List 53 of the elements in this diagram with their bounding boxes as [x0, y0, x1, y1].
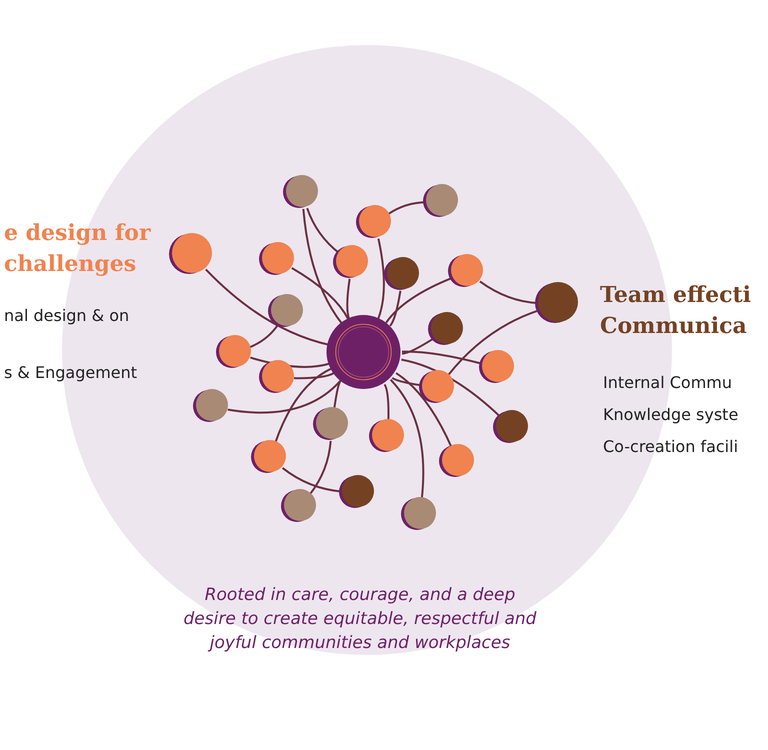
network-circle	[356, 205, 391, 239]
connector-line	[228, 380, 342, 414]
list-item: nal design & on	[4, 305, 130, 326]
network-circle	[493, 410, 528, 444]
connector-line	[390, 379, 424, 500]
network-circle	[216, 335, 251, 369]
network-circle	[401, 497, 436, 531]
network-circle	[169, 233, 212, 275]
connector-line	[385, 277, 453, 324]
network-circle	[428, 312, 463, 346]
network-circle	[251, 440, 286, 474]
connector-line	[250, 324, 279, 348]
connector-line	[402, 338, 434, 355]
network-circle	[193, 389, 228, 423]
network-circle	[339, 475, 374, 509]
network-circle	[313, 407, 348, 441]
connector-line	[302, 208, 343, 325]
network-circle	[479, 350, 514, 384]
section-heading: Team effecti Communica	[600, 281, 752, 341]
network-circle	[333, 245, 368, 279]
network-circle	[384, 257, 419, 291]
list-item: Knowledge syste	[603, 404, 738, 425]
tagline-text: Rooted in care, courage, and a deep desire to create equitable, respectful and joyful communities and workplaces	[182, 584, 538, 655]
network-circle	[448, 254, 483, 288]
connector-line	[333, 380, 342, 410]
connector-line	[306, 208, 340, 254]
network-circle	[535, 282, 578, 324]
network-circle	[283, 175, 318, 209]
connector-line	[447, 309, 540, 376]
connector-line	[396, 372, 452, 448]
connector-line	[291, 267, 350, 320]
list-item: s & Engagement	[4, 362, 138, 383]
connector-line	[402, 350, 483, 365]
connector-line	[389, 290, 402, 326]
list-item: Co-creation facili	[603, 436, 738, 457]
connector-line	[274, 368, 332, 444]
section-heading: e design for challenges	[4, 219, 152, 279]
connector-line	[384, 384, 390, 422]
network-circle	[281, 489, 316, 523]
list-item: Internal Commu	[603, 372, 732, 393]
network-circle	[268, 294, 303, 328]
network-circle	[423, 184, 458, 218]
network-circle	[439, 444, 474, 478]
network-circle	[259, 360, 294, 394]
network-circle	[369, 419, 404, 453]
connector-line	[309, 440, 332, 495]
network-circle	[419, 370, 454, 404]
connector-line	[205, 268, 330, 346]
hub-circle	[325, 314, 402, 390]
connector-line	[377, 238, 385, 319]
network-circle	[259, 242, 294, 276]
connector-line	[294, 372, 334, 380]
connector-line	[346, 278, 351, 320]
